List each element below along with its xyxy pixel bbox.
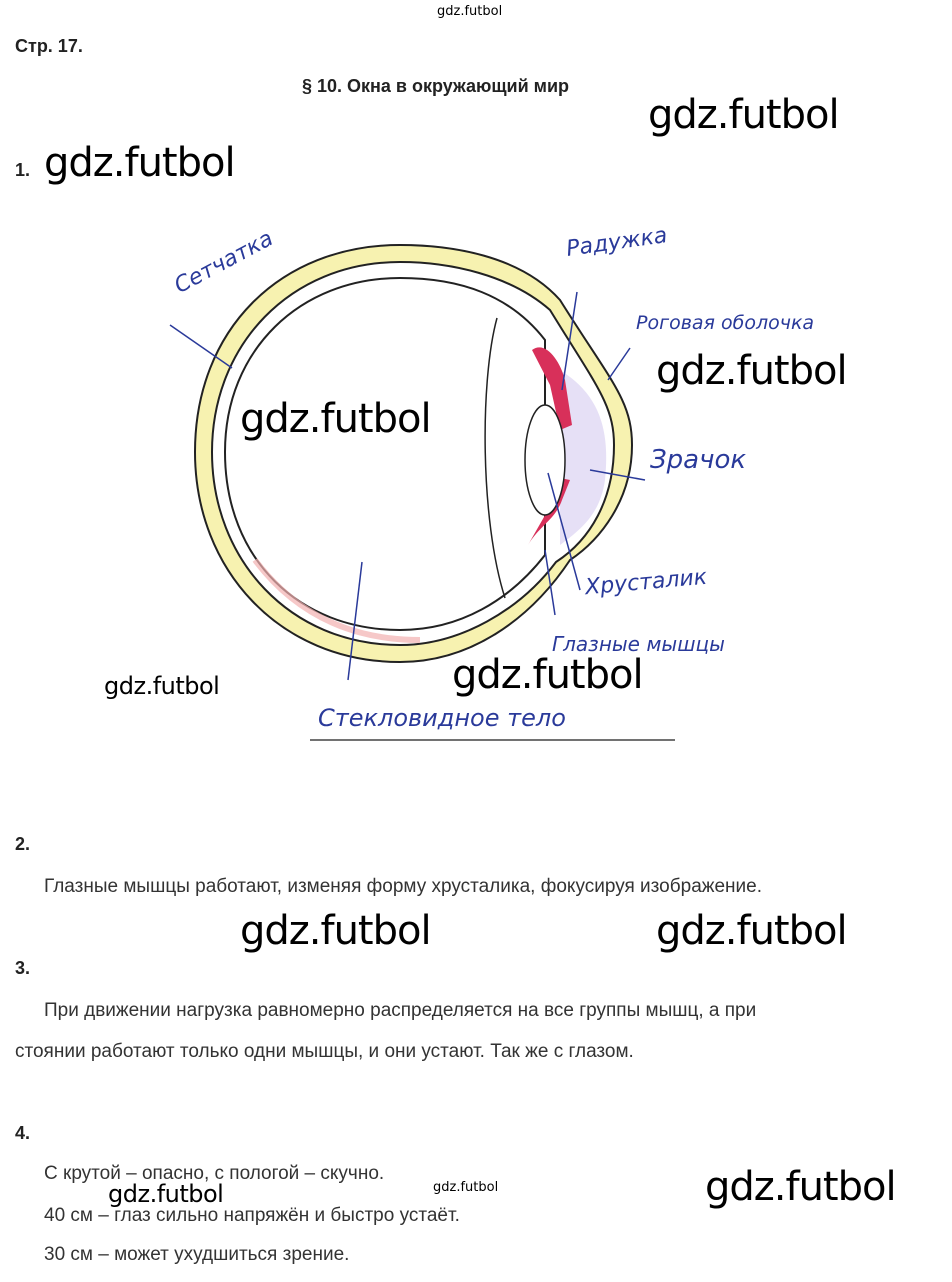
watermark: gdz.futbol [433,1180,499,1195]
watermark: gdz.futbol [108,1180,224,1208]
lens [524,404,566,516]
task-4-line-1: С крутой – опасно, с пологой – скучно. [44,1163,385,1184]
task-2-number: 2. [15,834,31,854]
watermark: gdz.futbol [240,396,432,442]
label-vitreous: Стекловидное тело [318,704,566,732]
section-title: § 10. Окна в окружающий мир [302,76,570,96]
iris-top [532,347,572,430]
watermark: gdz.futbol [656,348,848,394]
watermark: gdz.futbol [240,908,432,954]
task-3-line-1: При движении нагрузка равномерно распред… [44,1000,757,1021]
task-4-number: 4. [15,1123,31,1143]
task-1-number: 1. [15,160,31,180]
watermark: gdz.futbol [44,140,236,186]
page-number: Стр. 17. [15,36,83,56]
label-cornea: Роговая оболочка [636,312,815,334]
watermark: gdz.futbol [648,92,840,138]
task-2-text: Глазные мышцы работают, изменяя форму хр… [44,876,762,897]
watermark: gdz.futbol [437,4,503,19]
label-pupil: Зрачок [650,445,747,475]
cornea [560,370,607,545]
task-3-line-2: стоянии работают только одни мышцы, и он… [15,1041,634,1062]
task-4-line-2: 40 см – глаз сильно напряжён и быстро ус… [44,1205,460,1226]
watermark: gdz.futbol [705,1164,897,1210]
task-3-number: 3. [15,958,31,978]
watermark: gdz.futbol [656,908,848,954]
watermark: gdz.futbol [452,652,644,698]
pointer-lines [169,291,675,741]
watermark: gdz.futbol [104,672,220,700]
eye-diagram [169,243,675,741]
eyeball [193,243,634,664]
label-muscles: Глазные мышцы [552,632,725,656]
task-4-line-3: 30 см – может ухудшиться зрение. [44,1244,350,1265]
